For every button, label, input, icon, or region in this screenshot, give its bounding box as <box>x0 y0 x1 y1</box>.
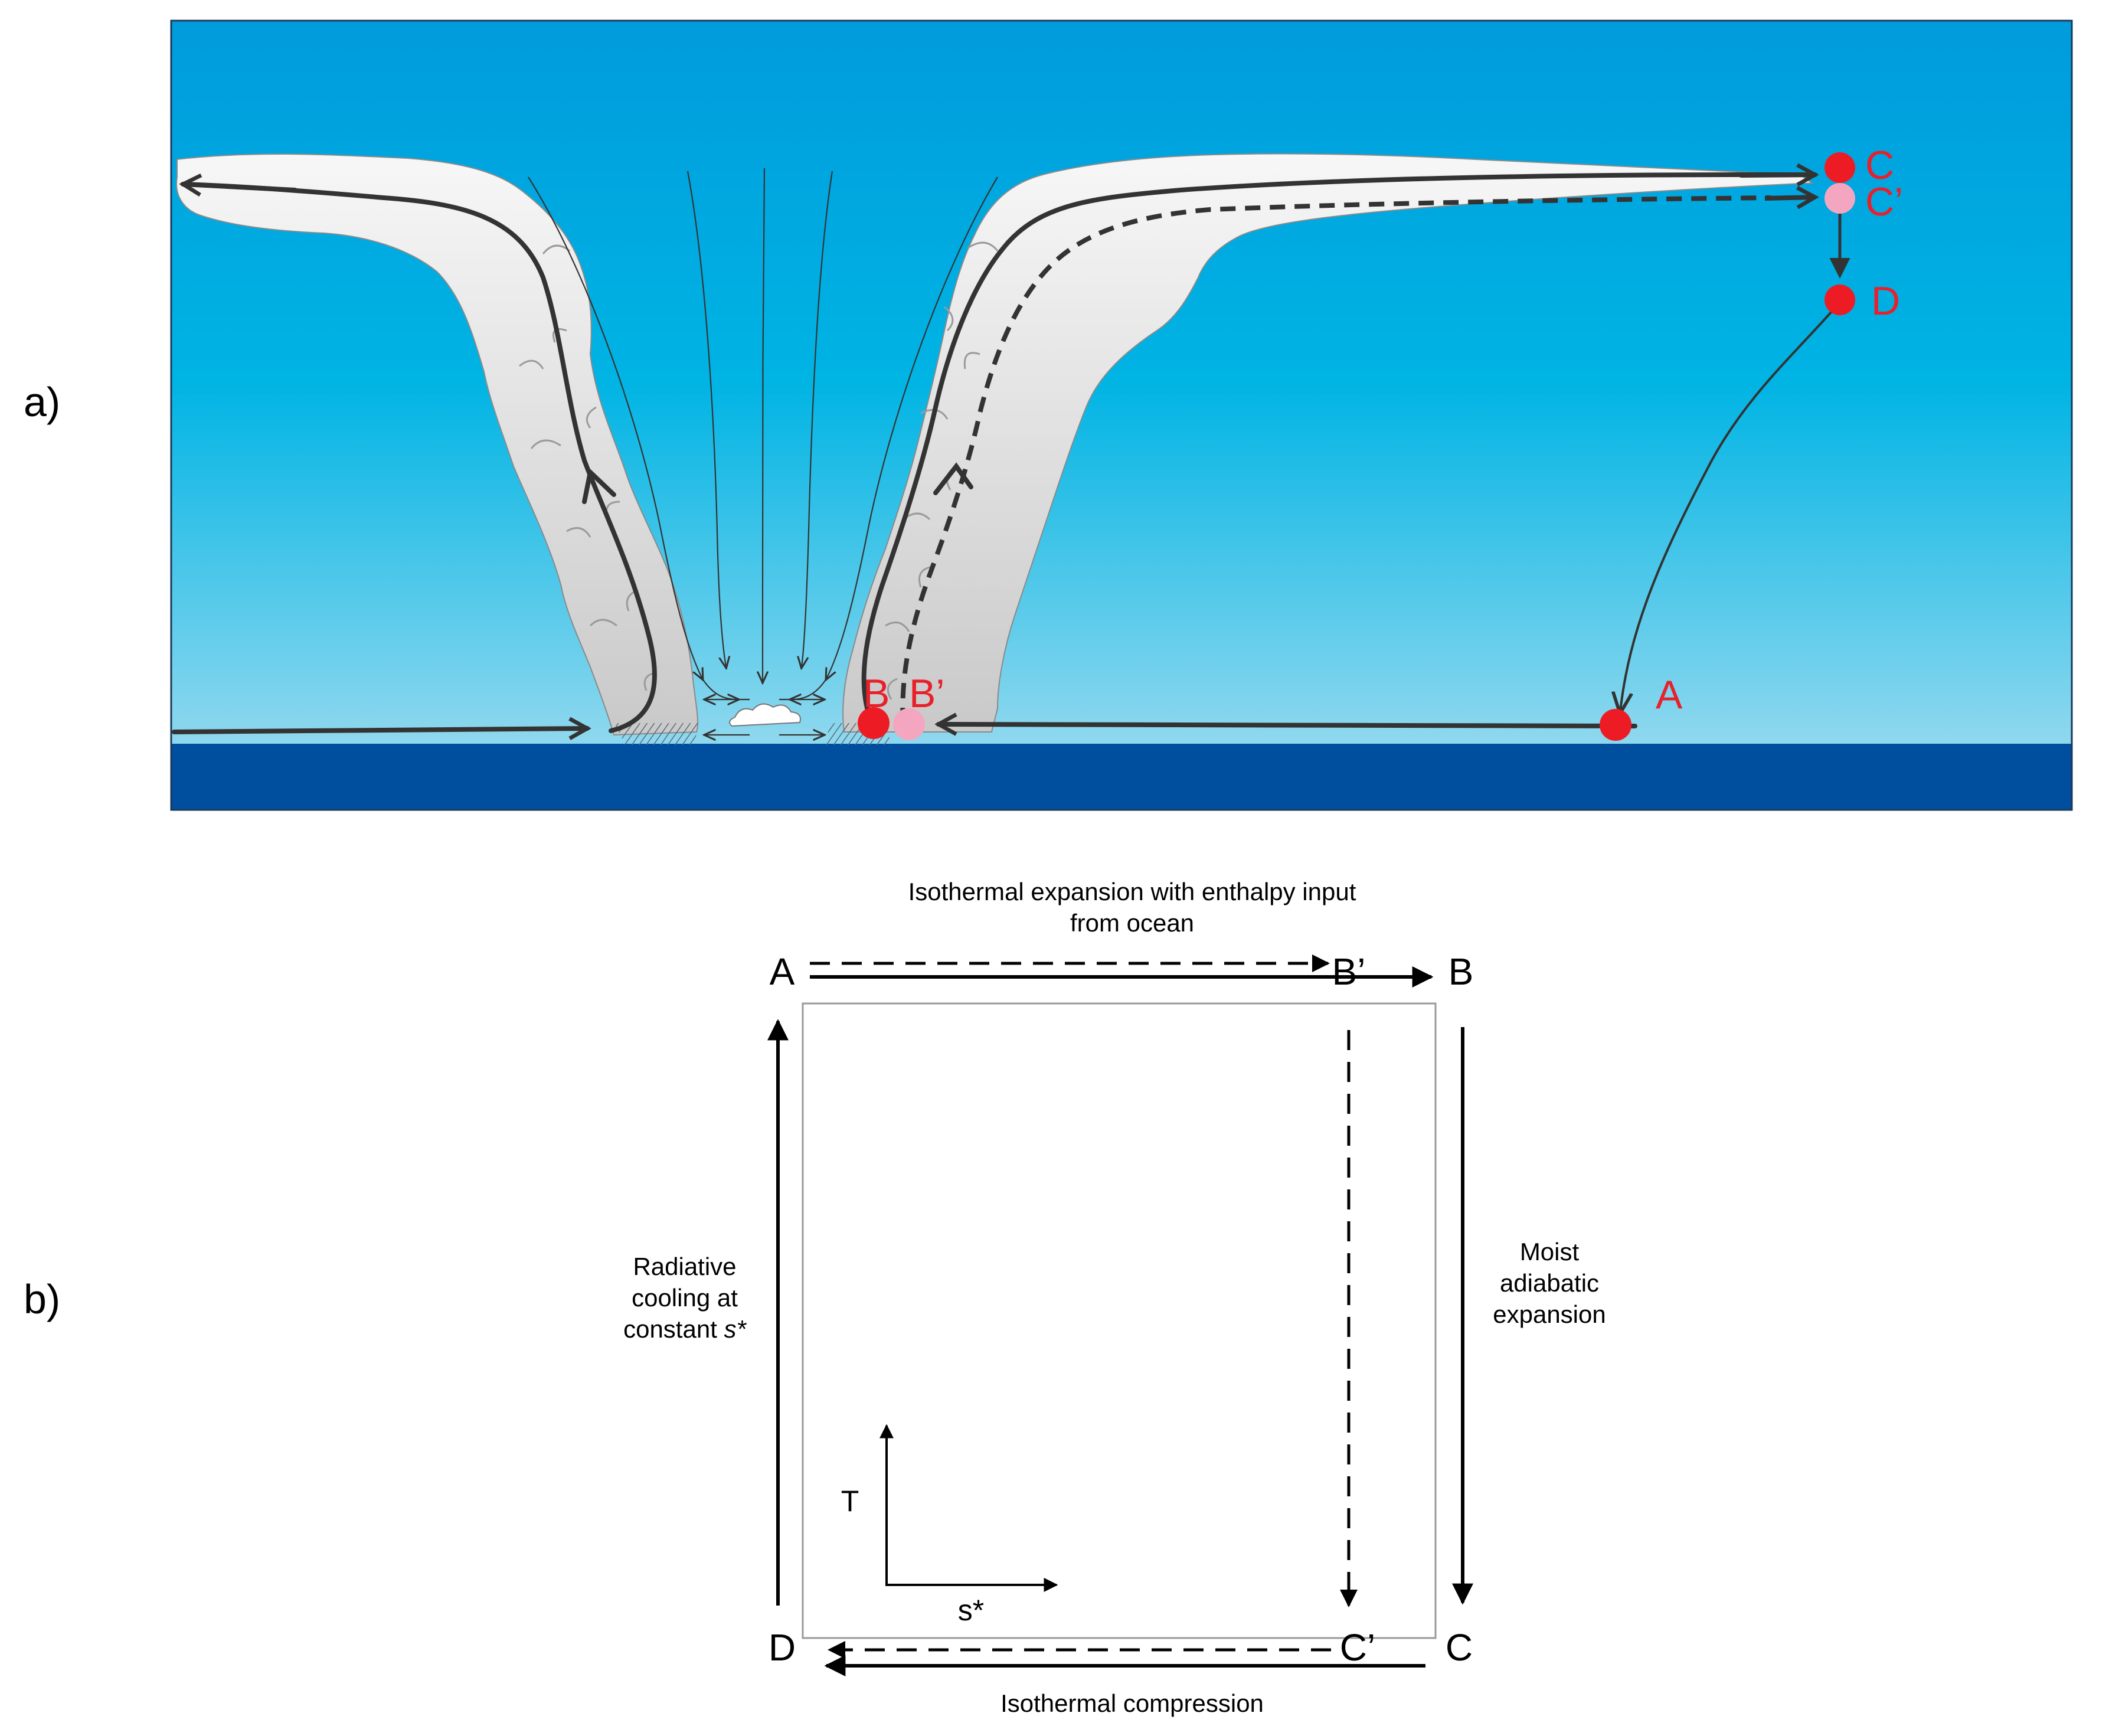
panel-a-scene: C C’ D A B B’ <box>170 19 2073 811</box>
corner-c-prime: C’ <box>1340 1626 1375 1669</box>
caption-right-line3: expansion <box>1493 1300 1606 1328</box>
point-c-label: C <box>1865 143 1894 188</box>
corner-a: A <box>770 950 795 993</box>
axis-x-label: s* <box>958 1594 984 1627</box>
right-updraft-chevron <box>933 462 973 495</box>
dashed-updraft-trajectory <box>900 197 1815 724</box>
panel-a-border <box>170 19 2073 811</box>
point-a <box>1600 709 1631 741</box>
panel-a-label: a) <box>24 379 60 425</box>
axis-y-label: T <box>841 1485 859 1518</box>
left-updraft-path <box>181 182 657 733</box>
left-updraft-chevron <box>582 467 616 504</box>
caption-left-line1: Radiative <box>633 1253 736 1280</box>
point-c-prime-label: C’ <box>1865 179 1903 224</box>
eye-small-cloud <box>729 703 801 727</box>
inflow-and-updraft-trajectories <box>172 172 1815 733</box>
point-b-prime-label: B’ <box>909 671 944 716</box>
corner-b-prime: B’ <box>1332 950 1366 993</box>
point-d-label: D <box>1871 279 1900 323</box>
point-b-prime <box>893 708 925 740</box>
corner-c: C <box>1446 1626 1473 1669</box>
eye-subsidence-streamlines <box>528 168 998 735</box>
subsidence-path-d-to-a <box>1620 306 1837 711</box>
panel-b-cycle: Isothermal expansion with enthalpy input… <box>623 878 1606 1717</box>
corner-d: D <box>769 1626 796 1669</box>
caption-left-line2: cooling at <box>632 1284 738 1312</box>
point-b-label: B <box>863 671 890 716</box>
caption-right-line1: Moist <box>1520 1238 1580 1266</box>
right-updraft-path <box>861 172 1814 728</box>
panel-b-label: b) <box>24 1276 60 1322</box>
point-d <box>1824 285 1855 315</box>
left-sea-spray <box>614 723 699 745</box>
point-c-prime <box>1824 183 1855 214</box>
left-outflow-arrow <box>183 184 297 190</box>
caption-top-line1: Isothermal expansion with enthalpy input <box>908 878 1356 905</box>
ocean-surface <box>171 744 2072 810</box>
caption-top-line2: from ocean <box>1070 909 1194 937</box>
sky-background <box>171 21 2072 744</box>
point-b <box>858 707 890 739</box>
point-a-label: A <box>1656 672 1683 717</box>
right-inflow-arrow <box>939 724 1637 726</box>
right-eyewall-cloud <box>842 153 1814 733</box>
point-c <box>1824 152 1855 183</box>
left-inflow-arrow <box>172 728 587 732</box>
corner-b: B <box>1448 950 1474 993</box>
cycle-box <box>802 1002 1437 1639</box>
caption-right-line2: adiabatic <box>1500 1269 1599 1297</box>
caption-left-line3: constant s* <box>623 1315 747 1343</box>
caption-bottom: Isothermal compression <box>1000 1689 1264 1717</box>
